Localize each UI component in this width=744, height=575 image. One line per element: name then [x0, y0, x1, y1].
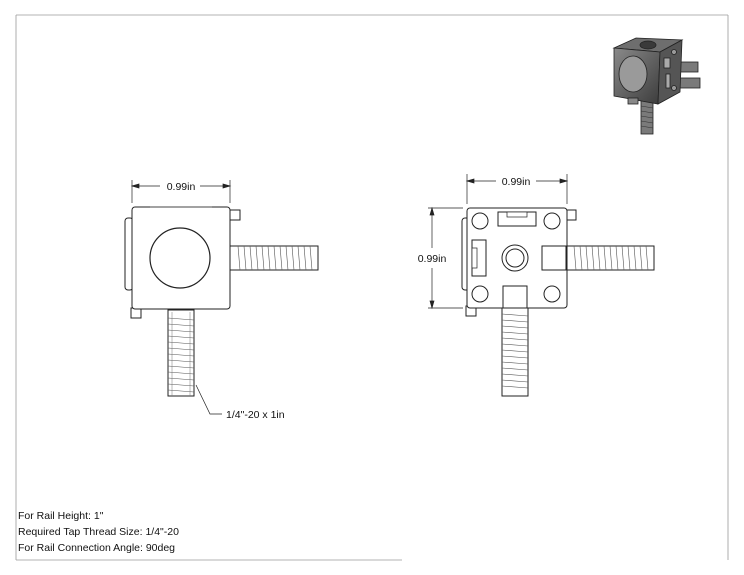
- side-hole-top-left: [471, 212, 489, 230]
- side-right-bolt: [565, 245, 655, 271]
- bolt-callout-label: 1/4"-20 x 1in: [226, 409, 285, 421]
- side-height-dimension: [428, 206, 463, 310]
- note-tap-thread: Required Tap Thread Size: 1/4"-20: [18, 526, 179, 538]
- front-right-bolt: [229, 245, 319, 271]
- side-height-label: 0.99in: [418, 253, 447, 265]
- front-width-label: 0.99in: [167, 181, 196, 193]
- sheet-border: [15, 14, 729, 561]
- front-view: [124, 206, 319, 397]
- front-face-circle: [149, 227, 211, 289]
- notes-block: For Rail Height: 1" Required Tap Thread …: [18, 508, 179, 556]
- side-hole-top-right: [543, 212, 561, 230]
- side-bottom-bolt: [501, 305, 529, 397]
- front-bottom-bolt: [167, 309, 195, 397]
- side-right-pad: [541, 245, 567, 271]
- isometric-view: [612, 37, 701, 135]
- side-width-dimension: [465, 174, 569, 204]
- front-top-tab: [229, 209, 241, 221]
- note-connection-angle: For Rail Connection Angle: 90deg: [18, 542, 176, 554]
- bolt-callout-leader: [195, 384, 222, 415]
- side-view: [461, 207, 655, 397]
- side-width-label: 0.99in: [502, 176, 531, 188]
- side-hole-bottom-left: [471, 285, 489, 303]
- side-center-bore-inner: [505, 248, 525, 268]
- side-bottom-pad: [502, 285, 528, 309]
- front-width-dimension: [130, 180, 232, 203]
- note-rail-height: For Rail Height: 1": [18, 510, 104, 522]
- side-hole-bottom-right: [543, 285, 561, 303]
